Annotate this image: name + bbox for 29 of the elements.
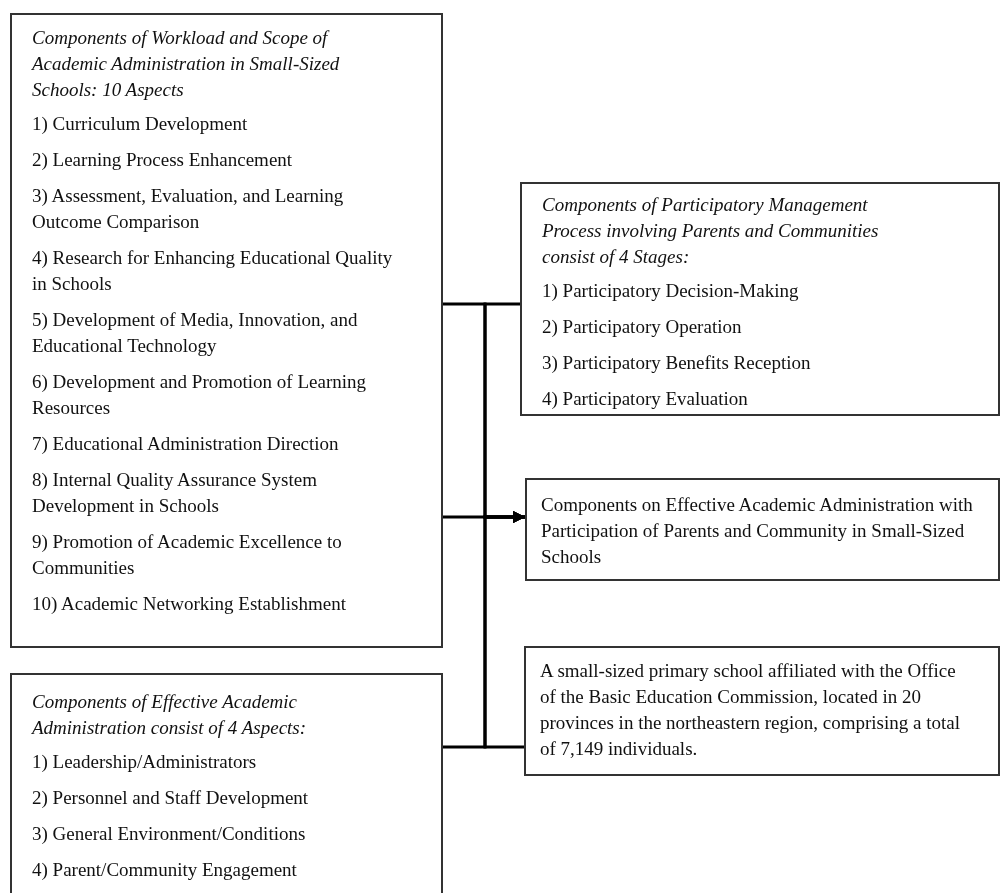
list-item: 4) Research for Enhancing Educational Quality in Schools — [32, 246, 394, 296]
body-text: A small-sized primary school affiliated with the Office of the Basic Education Commission, located in 20 provinces in the northeastern region, comprising a total of 7,149 individuals. — [540, 659, 961, 761]
text-box — [10, 13, 443, 648]
list-item: 4) Participatory Evaluation — [542, 387, 749, 411]
text-box — [525, 478, 1000, 581]
list-item: 2) Participatory Operation — [542, 315, 743, 339]
list-item: 9) Promotion of Academic Excellence to Communities — [32, 530, 343, 580]
text-box — [524, 646, 1000, 776]
list-item: 10) Academic Networking Establishment — [32, 592, 347, 616]
heading-text: Components of Participatory Management Process involving Parents and Communities consist of 4 Stages: — [542, 193, 880, 269]
text-box — [520, 182, 1000, 416]
list-item: 1) Leadership/Administrators — [32, 750, 258, 774]
list-item: 2) Learning Process Enhancement — [32, 148, 294, 172]
list-item: 3) Assessment, Evaluation, and Learning Outcome Comparison — [32, 184, 345, 234]
connector-arrow — [443, 302, 525, 523]
list-item: 6) Development and Promotion of Learning Resources — [32, 370, 367, 420]
list-item: 2) Personnel and Staff Development — [32, 786, 310, 810]
list-item: 4) Parent/Community Engagement — [32, 858, 298, 882]
list-item: 7) Educational Administration Direction — [32, 432, 340, 456]
heading-text: Components of Workload and Scope of Academic Administration in Small-Sized Schools: 10 Aspects — [32, 26, 341, 102]
list-item: 1) Participatory Decision-Making — [542, 279, 800, 303]
list-item: 1) Curriculum Development — [32, 112, 249, 136]
body-text: Components on Effective Academic Administration with Participation of Parents and Community in Small-Sized Schools — [541, 493, 974, 569]
list-item: 3) General Environment/Conditions — [32, 822, 307, 846]
list-item: 3) Participatory Benefits Reception — [542, 351, 812, 375]
list-item: 8) Internal Quality Assurance System Development in Schools — [32, 468, 318, 518]
list-item: 5) Development of Media, Innovation, and Educational Technology — [32, 308, 359, 358]
heading-text: Components of Effective Academic Administration consist of 4 Aspects: — [32, 690, 308, 740]
text-box — [10, 673, 443, 893]
